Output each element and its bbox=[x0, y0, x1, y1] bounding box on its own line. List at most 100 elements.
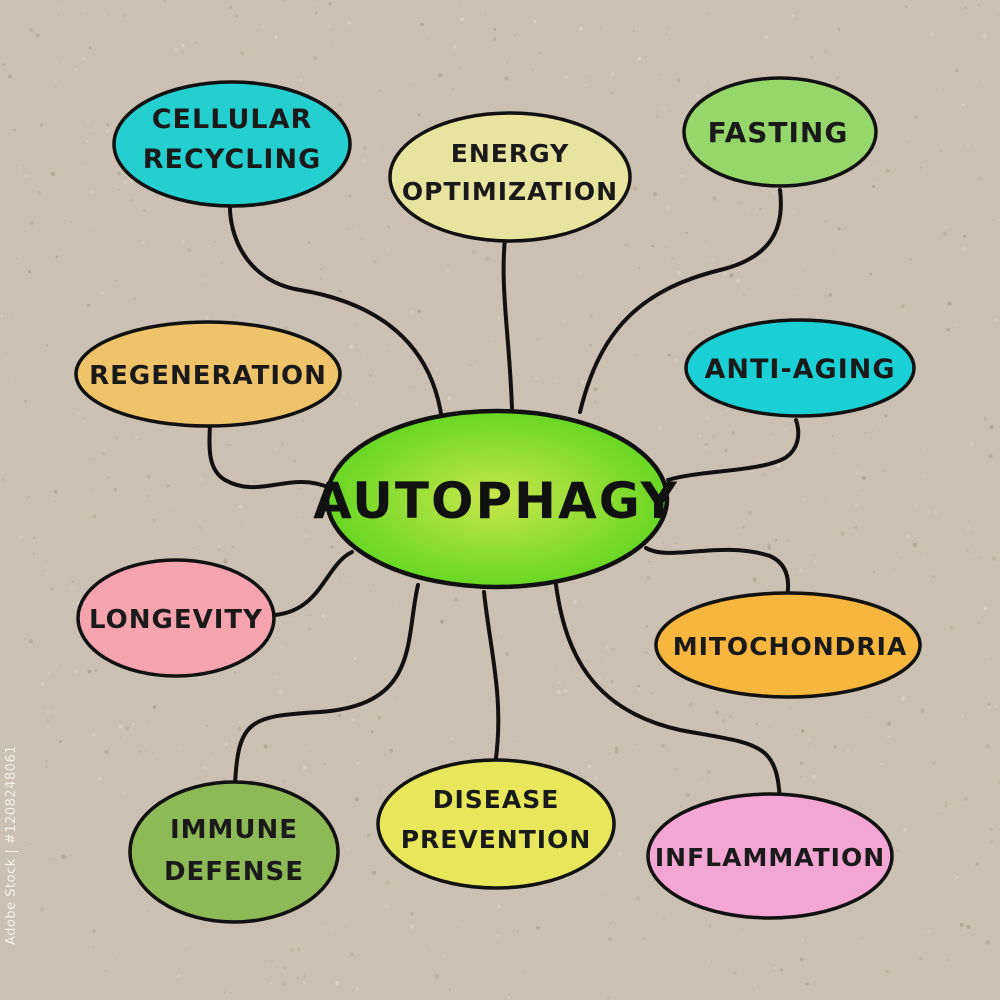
paper-speck bbox=[231, 738, 234, 741]
paper-speck bbox=[274, 447, 278, 451]
paper-speck bbox=[553, 610, 557, 614]
paper-speck bbox=[0, 314, 3, 317]
paper-speck bbox=[597, 104, 599, 107]
node-label: IMMUNE bbox=[170, 815, 298, 845]
paper-speck bbox=[337, 714, 342, 718]
paper-speck bbox=[307, 65, 309, 67]
paper-speck bbox=[989, 657, 992, 660]
paper-speck bbox=[217, 548, 221, 552]
paper-speck bbox=[354, 229, 357, 232]
paper-speck bbox=[180, 49, 185, 55]
paper-speck bbox=[983, 416, 988, 421]
paper-speck bbox=[319, 277, 323, 281]
paper-speck bbox=[29, 221, 34, 226]
center-node-autophagy: AUTOPHAGY bbox=[313, 408, 677, 590]
paper-speck bbox=[771, 436, 774, 439]
node-label: INFLAMMATION bbox=[655, 843, 885, 872]
paper-speck bbox=[349, 952, 354, 957]
paper-speck bbox=[144, 971, 147, 974]
paper-speck bbox=[409, 385, 411, 388]
paper-speck bbox=[224, 742, 228, 747]
paper-speck bbox=[417, 937, 420, 940]
paper-speck bbox=[290, 948, 294, 953]
node-label: ANTI-AGING bbox=[704, 354, 895, 385]
paper-speck bbox=[235, 13, 239, 18]
paper-speck bbox=[611, 647, 615, 651]
paper-speck bbox=[685, 793, 690, 798]
paper-speck bbox=[712, 435, 715, 438]
paper-speck bbox=[806, 982, 809, 986]
paper-speck bbox=[178, 745, 181, 749]
paper-speck bbox=[323, 762, 327, 765]
node-anti-aging: ANTI-AGING bbox=[684, 318, 916, 418]
paper-speck bbox=[223, 991, 226, 994]
paper-speck bbox=[960, 714, 964, 718]
node-immune-defense: IMMUNE DEFENSE bbox=[128, 780, 340, 924]
paper-speck bbox=[984, 9, 987, 12]
connector-mitochondria bbox=[644, 546, 790, 604]
paper-speck bbox=[411, 912, 414, 916]
paper-speck bbox=[492, 37, 497, 42]
paper-speck bbox=[829, 499, 832, 502]
paper-speck bbox=[705, 416, 709, 421]
paper-speck bbox=[808, 745, 810, 747]
paper-speck bbox=[122, 13, 127, 18]
paper-speck bbox=[103, 15, 106, 17]
paper-speck bbox=[417, 113, 421, 117]
paper-speck bbox=[313, 56, 317, 60]
paper-speck bbox=[247, 482, 249, 484]
paper-speck bbox=[587, 764, 592, 769]
paper-speck bbox=[989, 424, 994, 430]
paper-speck bbox=[123, 180, 128, 185]
paper-speck bbox=[752, 577, 757, 582]
paper-speck bbox=[62, 61, 65, 64]
paper-speck bbox=[184, 943, 188, 947]
paper-speck bbox=[791, 14, 796, 18]
paper-speck bbox=[117, 171, 121, 176]
paper-speck bbox=[912, 542, 917, 548]
paper-speck bbox=[837, 449, 840, 453]
paper-speck bbox=[993, 318, 997, 322]
paper-speck bbox=[676, 311, 679, 313]
paper-speck bbox=[985, 940, 990, 945]
paper-speck bbox=[646, 625, 649, 628]
paper-speck bbox=[887, 735, 890, 738]
paper-speck bbox=[846, 749, 850, 753]
paper-speck bbox=[946, 958, 949, 961]
paper-speck bbox=[536, 926, 540, 930]
paper-speck bbox=[990, 827, 993, 831]
node-label: RECYCLING bbox=[143, 144, 321, 175]
paper-speck bbox=[840, 531, 845, 536]
paper-speck bbox=[645, 651, 648, 654]
paper-speck bbox=[45, 566, 48, 569]
paper-speck bbox=[843, 278, 845, 280]
paper-speck bbox=[90, 190, 94, 194]
paper-speck bbox=[445, 268, 450, 273]
paper-speck bbox=[363, 146, 367, 150]
paper-speck bbox=[485, 257, 490, 262]
paper-speck bbox=[114, 279, 117, 282]
paper-speck bbox=[88, 46, 92, 49]
paper-speck bbox=[803, 263, 806, 266]
paper-speck bbox=[997, 218, 1000, 222]
paper-speck bbox=[356, 761, 360, 766]
paper-speck bbox=[803, 292, 805, 295]
paper-speck bbox=[966, 143, 970, 148]
paper-speck bbox=[572, 669, 574, 671]
paper-speck bbox=[44, 572, 48, 576]
paper-speck bbox=[773, 966, 777, 970]
paper-speck bbox=[117, 188, 120, 192]
paper-speck bbox=[203, 766, 208, 770]
paper-speck bbox=[81, 56, 86, 61]
paper-speck bbox=[955, 876, 959, 880]
paper-speck bbox=[438, 73, 443, 78]
paper-speck bbox=[240, 51, 245, 56]
paper-speck bbox=[145, 749, 148, 752]
paper-speck bbox=[665, 205, 670, 210]
paper-speck bbox=[75, 411, 81, 416]
node-label: ENERGY bbox=[451, 139, 569, 168]
paper-speck bbox=[593, 400, 597, 404]
connector-fasting bbox=[578, 188, 783, 414]
paper-speck bbox=[53, 489, 58, 494]
